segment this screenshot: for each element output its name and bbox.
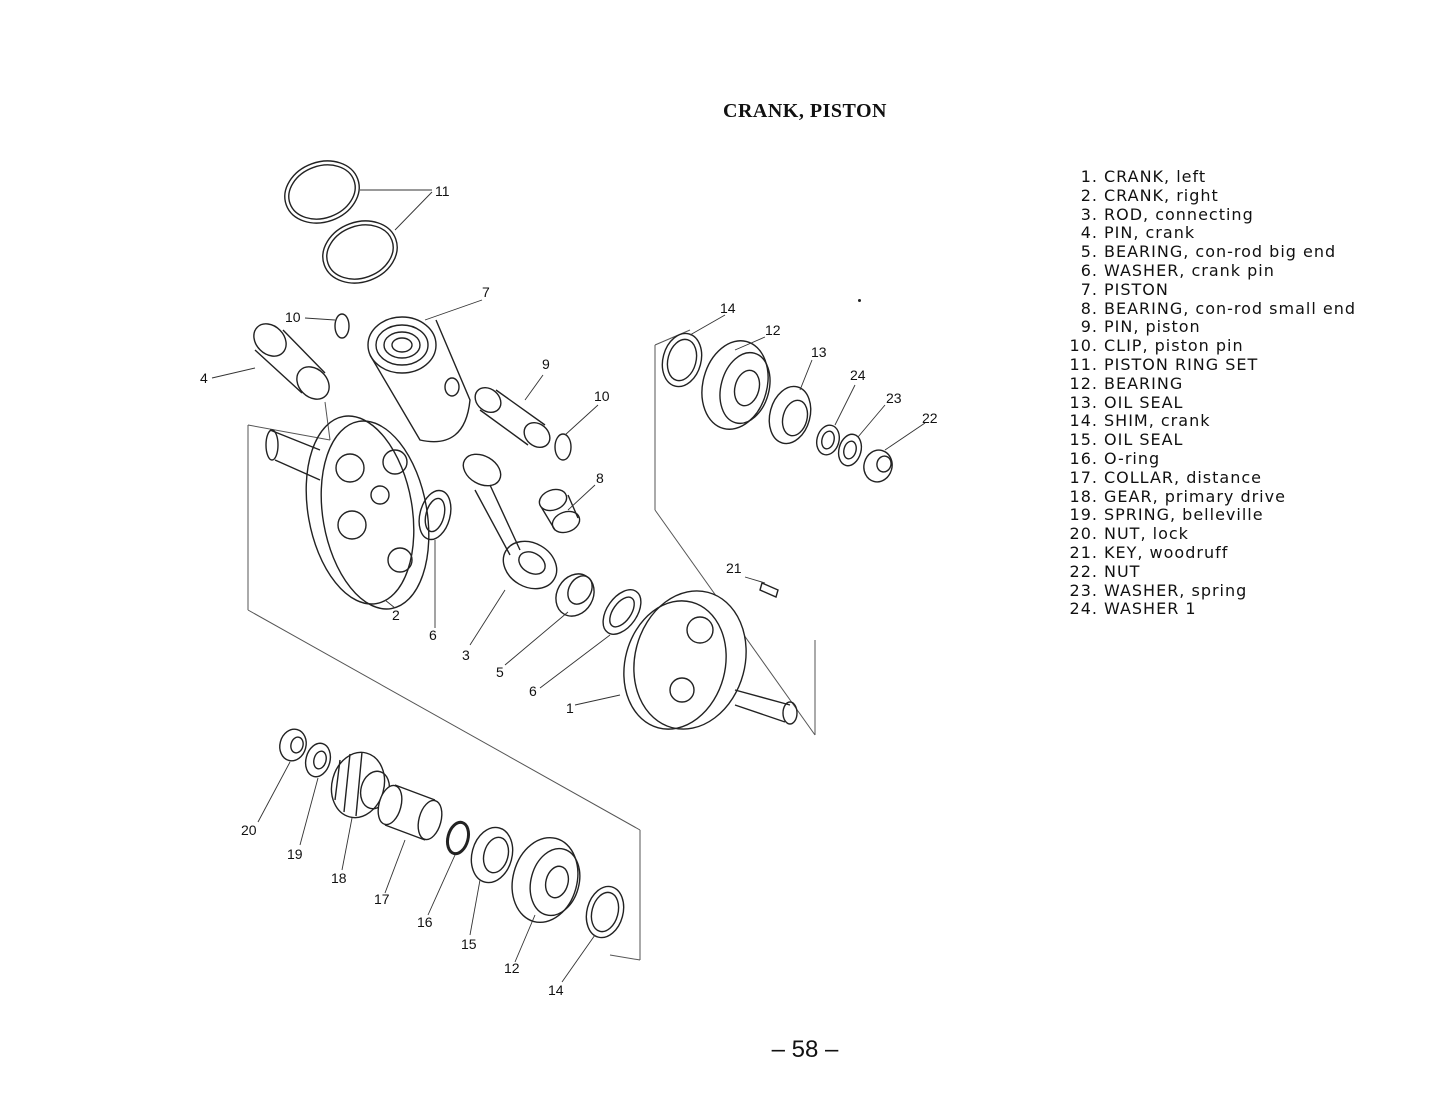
crank-left [623,582,798,730]
piston-pin-clip-right [554,433,572,461]
bearing-lower [511,836,581,924]
legend-item: 2.CRANK, right [1080,185,1219,205]
callout-2: 2 [392,607,400,623]
legend-item: 13.OIL SEAL [1069,392,1184,412]
callout-24: 24 [850,367,866,383]
callout-labels: 11 10 7 4 9 10 8 2 6 3 5 6 1 21 14 12 13… [200,183,938,998]
parts-legend: 1.CRANK, left 2.CRANK, right 3.ROD, conn… [1060,167,1357,619]
legend-item: 16.O-ring [1069,448,1161,468]
legend-item: 8.BEARING, con-rod small end [1080,298,1357,318]
leader-lines [211,189,926,983]
piston-ring-set [284,160,398,284]
legend-item: 1.CRANK, left [1080,167,1207,186]
callout-8: 8 [596,470,604,486]
callout-10-left: 10 [285,309,301,325]
legend-item: 14.SHIM, crank [1069,411,1211,431]
piston-pin-clip-left [334,313,350,339]
callout-15: 15 [461,936,477,952]
legend-item: 12.BEARING [1069,373,1184,393]
callout-7: 7 [482,284,490,300]
legend-item: 22.NUT [1069,561,1141,581]
legend-item: 23.WASHER, spring [1069,580,1248,600]
legend-item: 11.PISTON RING SET [1069,354,1259,374]
washer-upper [815,424,841,456]
callout-3: 3 [462,647,470,663]
crank-pin [253,323,330,400]
shim-crank-upper [661,332,703,388]
callout-21: 21 [726,560,742,576]
callout-18: 18 [331,870,347,886]
piston-pin [474,386,551,449]
callout-12-upper: 12 [765,322,781,338]
bearing-upper [701,340,771,430]
callout-23: 23 [886,390,902,406]
callout-4: 4 [200,370,208,386]
legend-item: 21.KEY, woodruff [1069,542,1229,562]
spring-washer-upper [837,433,863,467]
nut-upper [863,449,893,483]
legend-item: 3.ROD, connecting [1080,204,1254,224]
scan-speck [858,299,861,302]
legend-item: 18.GEAR, primary drive [1069,486,1286,506]
legend-item: 6.WASHER, crank pin [1080,260,1275,280]
callout-14-upper: 14 [720,300,736,316]
legend-item: 19.SPRING, belleville [1069,505,1264,525]
oil-seal-lower [470,826,514,884]
legend-item: 10.CLIP, piston pin [1069,336,1244,356]
legend-item: 7.PISTON [1080,279,1169,299]
callout-1: 1 [566,700,574,716]
legend-item: 20.NUT, lock [1069,524,1189,544]
callout-5: 5 [496,664,504,680]
callout-22: 22 [922,410,938,426]
callout-6-left: 6 [429,627,437,643]
crank-pin-washer-left [418,489,452,541]
piston [367,316,471,443]
belleville-spring-lower [304,742,332,778]
callout-6-right: 6 [529,683,537,699]
legend-item: 5.BEARING, con-rod big end [1080,242,1337,262]
lock-nut-lower [279,728,307,762]
o-ring-lower [445,820,471,856]
callout-16: 16 [417,914,433,930]
callout-19: 19 [287,846,303,862]
callout-9: 9 [542,356,550,372]
connecting-rod [462,453,558,590]
big-end-bearing [555,573,595,617]
callout-13: 13 [811,344,827,360]
shim-crank-lower [585,885,625,939]
oil-seal-upper [768,385,812,445]
crank-pin-washer-right [602,589,642,635]
primary-drive-gear [330,751,391,819]
crank-right [265,415,430,610]
legend-item: 15.OIL SEAL [1069,430,1184,450]
callout-17: 17 [374,891,390,907]
callout-20: 20 [241,822,257,838]
legend-item: 4.PIN, crank [1080,223,1196,243]
legend-item: 17.COLLAR, distance [1069,467,1262,487]
callout-11: 11 [435,183,450,199]
page-title: CRANK, PISTON [723,100,887,122]
callout-10-right: 10 [594,388,610,404]
legend-item: 9.PIN, piston [1080,317,1201,337]
callout-12-lower: 12 [504,960,520,976]
callout-14-lower: 14 [548,982,564,998]
distance-collar [377,784,443,841]
page-number: – 58 – [771,1036,839,1063]
legend-item: 24.WASHER 1 [1069,599,1197,619]
small-end-bearing [538,488,581,534]
